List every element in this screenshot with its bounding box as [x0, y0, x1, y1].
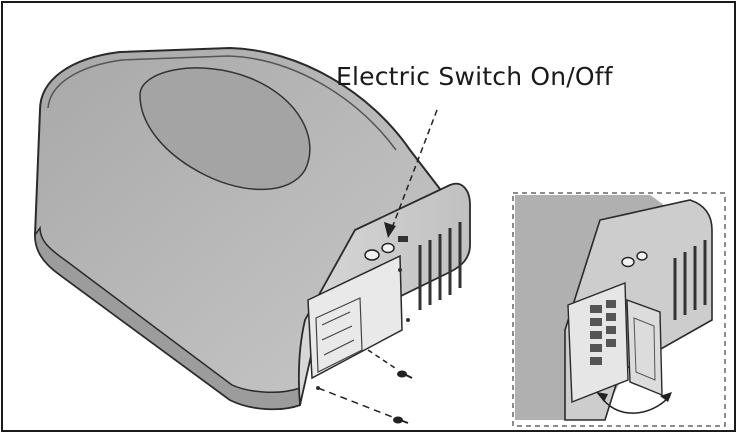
- electric-switch: [364, 236, 408, 261]
- callout-leader: [391, 109, 438, 229]
- inset-detail: [512, 192, 726, 427]
- switch-callout-label: Electric Switch On/Off: [336, 62, 613, 91]
- screw-icon: [317, 387, 409, 424]
- top-recess: [139, 67, 311, 191]
- hinged-cover-icon: [626, 298, 663, 397]
- vent-grille: [418, 222, 462, 310]
- access-panel: [307, 254, 403, 380]
- arrow-icon: [384, 222, 396, 238]
- screw-icon: [367, 349, 413, 379]
- main-device: [33, 46, 471, 411]
